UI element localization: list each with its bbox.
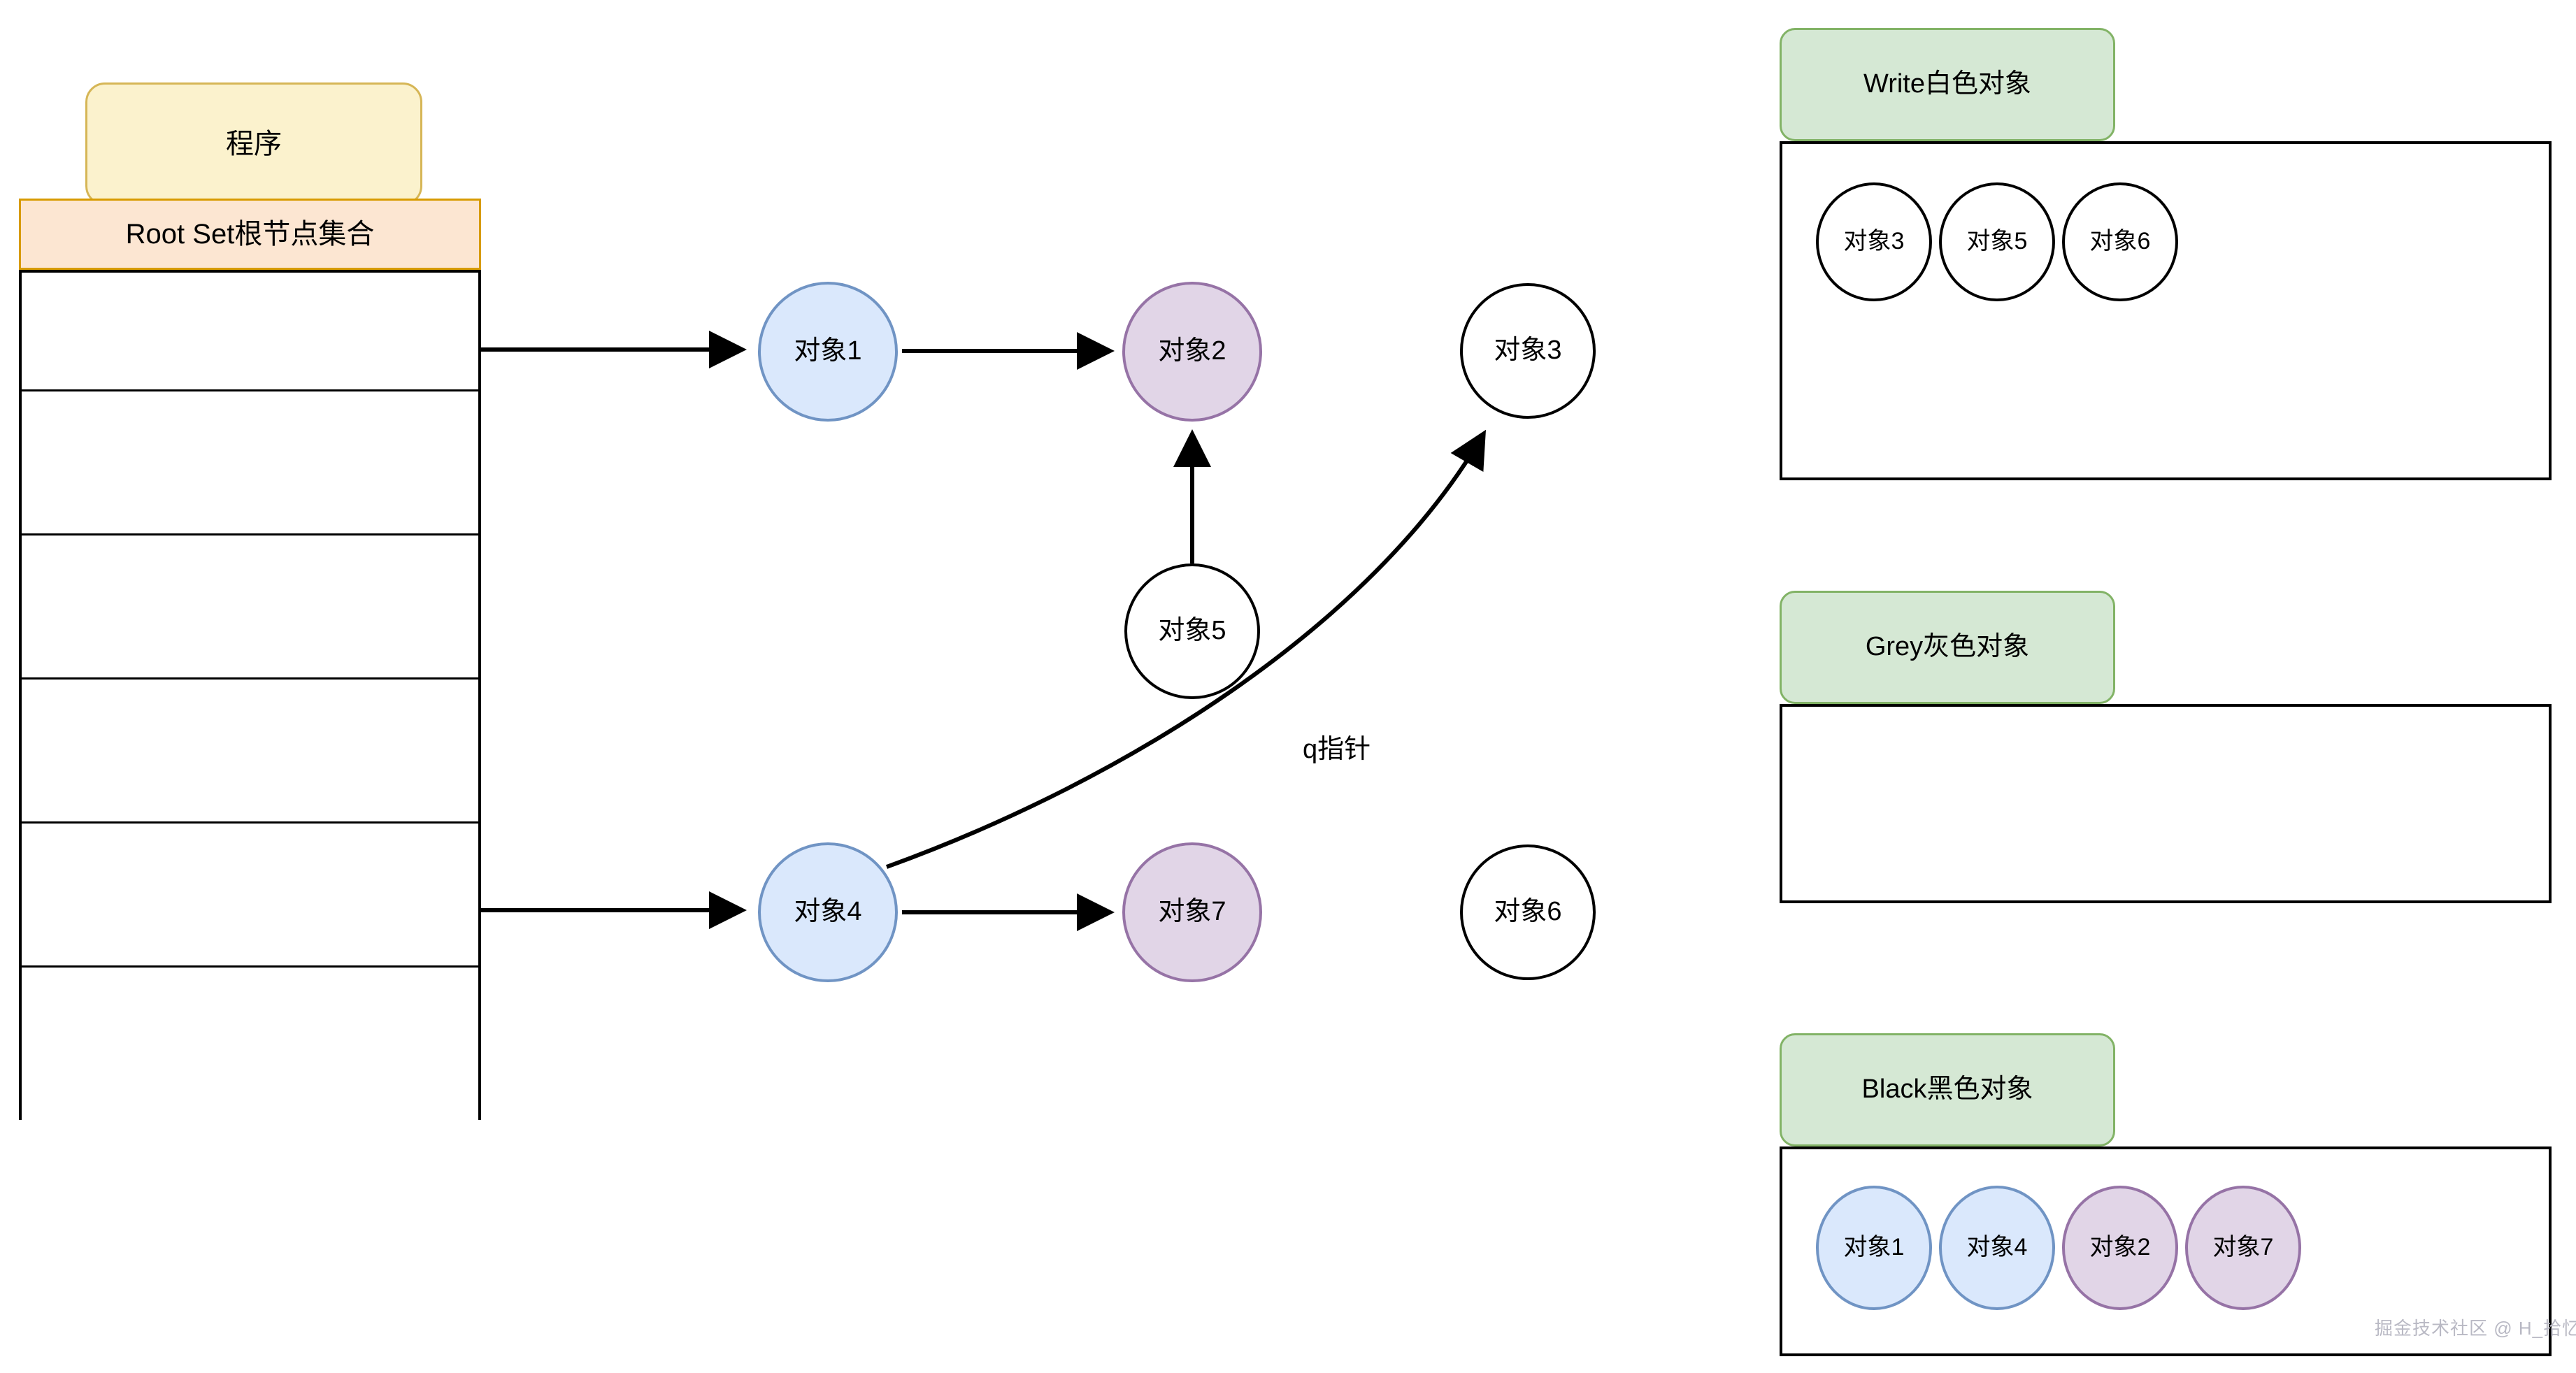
legend-chip-obj7-label: 对象7 bbox=[2212, 1234, 2274, 1261]
graph-node-obj4[interactable]: 对象4 bbox=[758, 842, 898, 982]
root-set-row-2[interactable] bbox=[22, 391, 478, 535]
graph-node-obj5-label: 对象5 bbox=[1158, 616, 1226, 646]
legend-chip-obj2-label: 对象2 bbox=[2089, 1234, 2151, 1261]
graph-node-obj6[interactable]: 对象6 bbox=[1460, 844, 1596, 980]
graph-node-obj1-label: 对象1 bbox=[794, 336, 862, 366]
graph-node-obj2[interactable]: 对象2 bbox=[1122, 282, 1262, 422]
legend-chip-obj1[interactable]: 对象1 bbox=[1816, 1186, 1932, 1310]
legend-chip-obj4[interactable]: 对象4 bbox=[1939, 1186, 2055, 1310]
graph-node-obj3-label: 对象3 bbox=[1494, 336, 1562, 366]
program-label: 程序 bbox=[226, 129, 282, 159]
graph-node-obj6-label: 对象6 bbox=[1494, 897, 1562, 927]
legend-chip-obj3[interactable]: 对象3 bbox=[1816, 182, 1932, 301]
legend-title-grey-group[interactable]: Grey灰色对象 bbox=[1780, 591, 2115, 704]
graph-node-obj1[interactable]: 对象1 bbox=[758, 282, 898, 422]
root-set-row-4[interactable] bbox=[22, 680, 478, 824]
root-set-row-3[interactable] bbox=[22, 535, 478, 680]
root-set-row-6[interactable] bbox=[22, 968, 478, 1126]
legend-chip-obj2[interactable]: 对象2 bbox=[2062, 1186, 2178, 1310]
graph-node-obj7[interactable]: 对象7 bbox=[1122, 842, 1262, 982]
legend-title-black-group-label: Black黑色对象 bbox=[1861, 1074, 2033, 1105]
legend-chip-obj1-label: 对象1 bbox=[1843, 1234, 1905, 1261]
root-set-row-5[interactable] bbox=[22, 824, 478, 968]
legend-panel-grey-group bbox=[1780, 704, 2552, 903]
graph-node-obj5[interactable]: 对象5 bbox=[1124, 563, 1260, 699]
legend-chip-obj5-label: 对象5 bbox=[1966, 228, 2028, 255]
graph-node-obj7-label: 对象7 bbox=[1158, 897, 1226, 927]
legend-chip-obj4-label: 对象4 bbox=[1966, 1234, 2028, 1261]
legend-chip-obj5[interactable]: 对象5 bbox=[1939, 182, 2055, 301]
q-pointer-label: q指针 bbox=[1303, 735, 1371, 764]
legend-chip-obj3-label: 对象3 bbox=[1843, 228, 1905, 255]
legend-title-grey-group-label: Grey灰色对象 bbox=[1865, 632, 2030, 662]
legend-panel-white-group: 对象3 对象5 对象6 bbox=[1780, 141, 2552, 480]
graph-node-obj3[interactable]: 对象3 bbox=[1460, 283, 1596, 419]
legend-title-black-group[interactable]: Black黑色对象 bbox=[1780, 1033, 2115, 1146]
watermark: 掘金技术社区 @ H_拾忆 bbox=[2375, 1318, 2576, 1339]
root-set-header-label: Root Set根节点集合 bbox=[125, 219, 375, 250]
legend-panel-black-group: 对象1 对象4 对象2 对象7 bbox=[1780, 1146, 2552, 1356]
legend-chip-obj7[interactable]: 对象7 bbox=[2185, 1186, 2301, 1310]
legend-chip-obj6-label: 对象6 bbox=[2089, 228, 2151, 255]
legend-title-white-group-label: Write白色对象 bbox=[1863, 69, 2031, 99]
legend-chip-obj6[interactable]: 对象6 bbox=[2062, 182, 2178, 301]
root-set-header[interactable]: Root Set根节点集合 bbox=[19, 199, 481, 270]
root-set-table bbox=[19, 270, 481, 1126]
graph-node-obj2-label: 对象2 bbox=[1158, 336, 1226, 366]
graph-node-obj4-label: 对象4 bbox=[794, 897, 862, 927]
root-set-row-1[interactable] bbox=[22, 273, 478, 391]
program-box[interactable]: 程序 bbox=[85, 82, 422, 206]
legend-title-white-group[interactable]: Write白色对象 bbox=[1780, 28, 2115, 141]
